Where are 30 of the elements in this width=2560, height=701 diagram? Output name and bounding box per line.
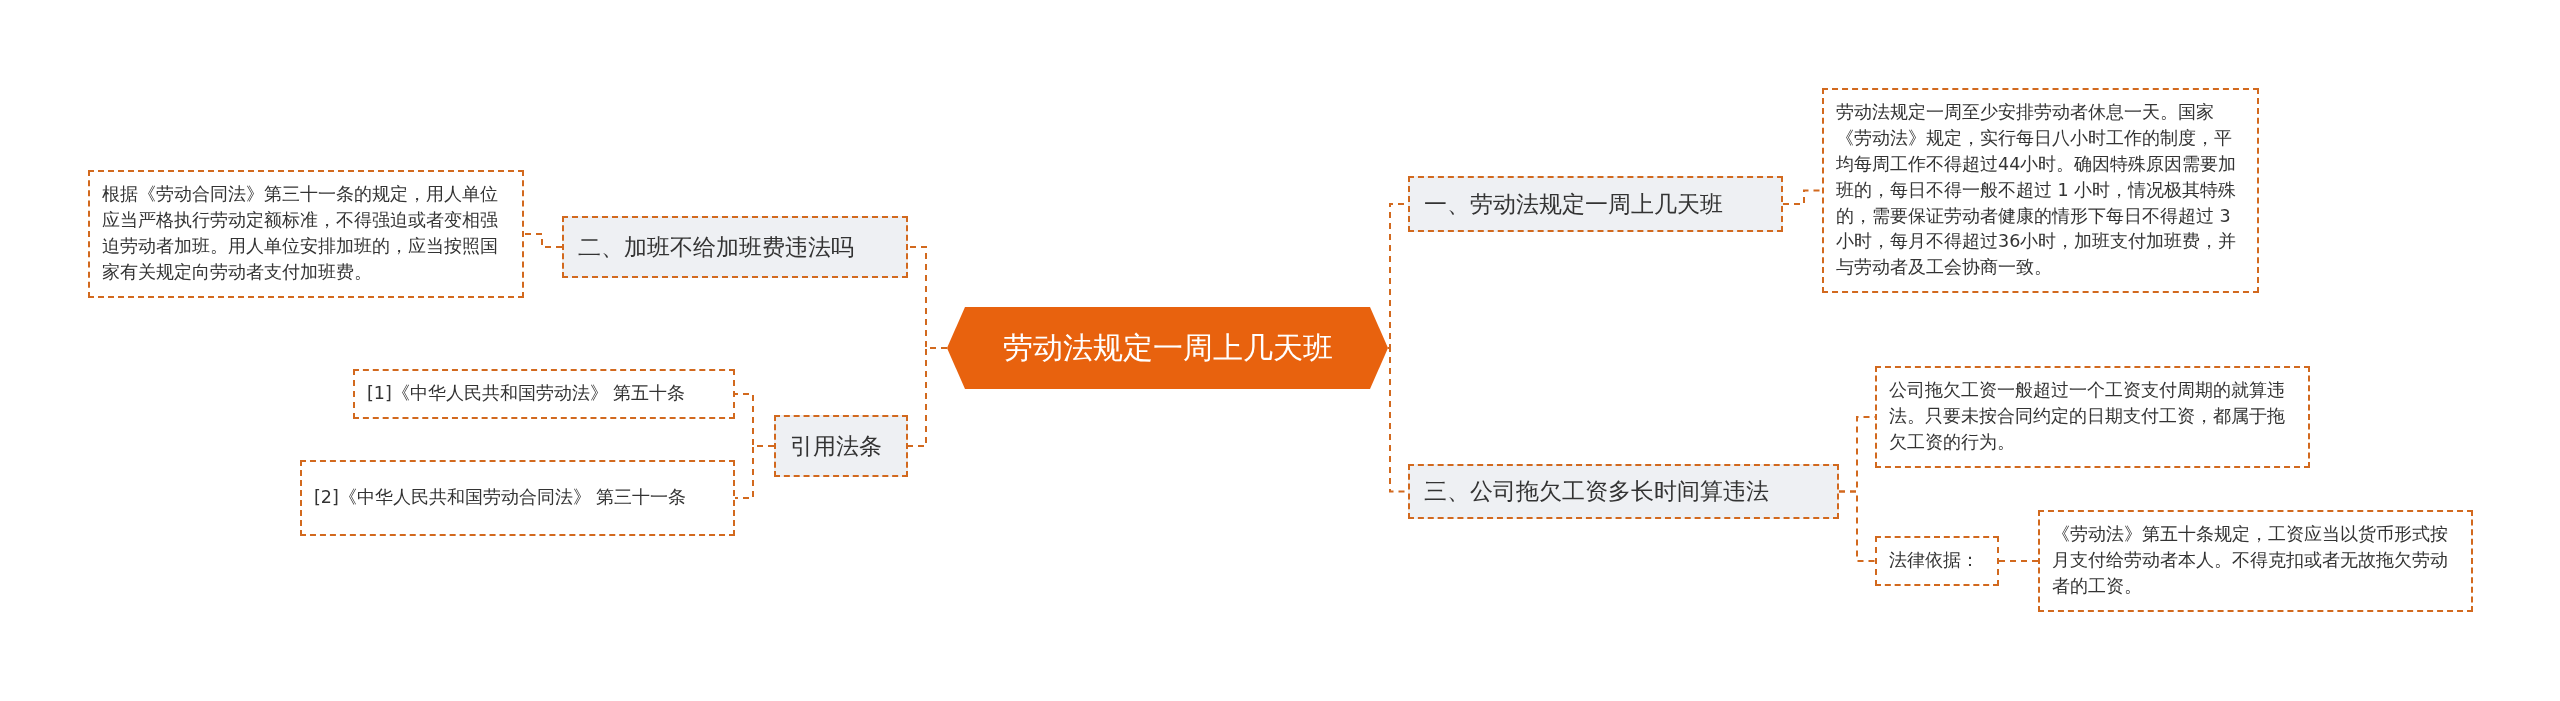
node-text: 三、公司拖欠工资多长时间算违法 <box>1424 477 1769 506</box>
connector-line <box>1838 490 1876 562</box>
topic-box <box>1408 176 1783 232</box>
connector-line <box>1998 560 2039 562</box>
node-text: 公司拖欠工资一般超过一个工资支付周期的就算违法。只要未按合同约定的日期支付工资，都属于拖欠工资的行为。 <box>1889 379 2286 454</box>
note-box <box>300 460 735 536</box>
node-text: 《劳动法》第五十条规定，工资应当以货币形式按月支付给劳动者本人。不得克扣或者无故拖欠劳动者的工资。 <box>2052 523 2449 598</box>
connector-line <box>734 445 775 499</box>
note-box <box>353 369 735 419</box>
node-text: [1]《中华人民共和国劳动法》 第五十条 <box>367 382 686 405</box>
node-text: [2]《中华人民共和国劳动合同法》 第三十一条 <box>314 486 687 510</box>
node-text: 根据《劳动合同法》第三十一条的规定，用人单位应当严格执行劳动定额标准，不得强迫或者变相强迫劳动者加班。用人单位安排加班的，应当按照国家有关规定向劳动者支付加班费。 <box>102 183 499 284</box>
topic-box <box>1408 464 1839 519</box>
connector-line <box>1782 189 1823 205</box>
node-text: 一、劳动法规定一周上几天班 <box>1424 189 1723 219</box>
note-box <box>1875 366 2310 468</box>
note-box <box>2038 510 2473 612</box>
note-box <box>88 170 524 298</box>
node-text: 劳动法规定一周上几天班 <box>1002 328 1333 367</box>
central-topic <box>947 307 1388 389</box>
node-text: 法律依据： <box>1889 549 1979 572</box>
topic-box <box>562 216 908 278</box>
node-text: 二、加班不给加班费违法吗 <box>578 232 854 262</box>
connector-line <box>523 233 563 248</box>
node-text: 劳动法规定一周至少安排劳动者休息一天。国家《劳动法》规定，实行每日八小时工作的制度，平均每周工作不得超过44小时。确因特殊原因需要加班的，每日不得一般不超过 1 小时，情况极其特殊的，需要保证劳动者健康的情形下每日不得超过 3 小时，每月不得超过36小时，加班支付加班费，并与劳动者及工会协商一致。 <box>1836 101 2238 280</box>
node-text: 引用法条 <box>790 431 882 461</box>
note-box <box>1822 88 2259 294</box>
topic-box <box>774 415 908 477</box>
note-box <box>1875 536 1999 586</box>
connector-line <box>907 347 948 447</box>
